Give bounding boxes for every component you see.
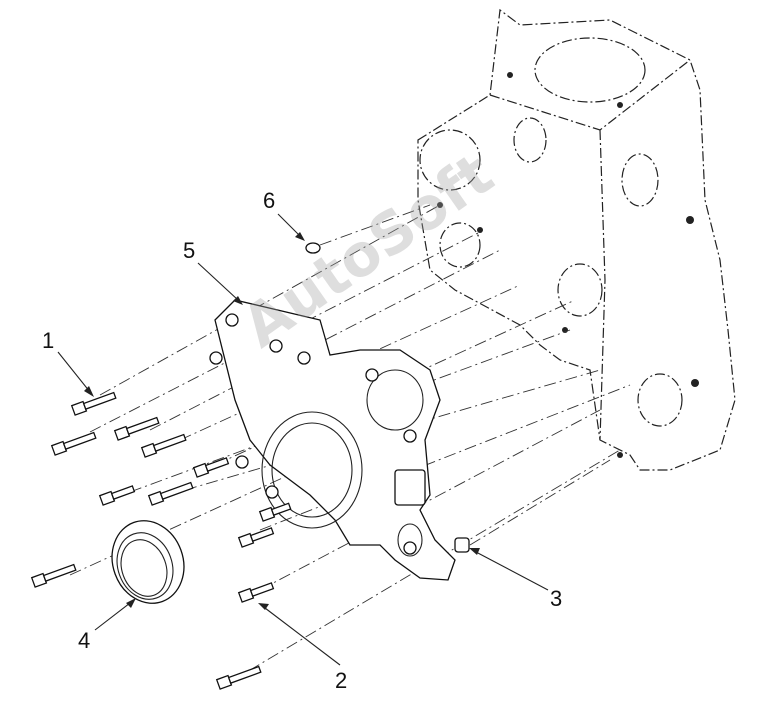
oil-seal [111, 520, 185, 604]
callout-5: 5 [183, 238, 196, 263]
front-cover [209, 299, 456, 581]
engine-block [417, 8, 736, 471]
leader-lines [57, 213, 549, 666]
callout-2: 2 [335, 668, 348, 693]
bolts [30, 391, 292, 690]
o-ring [305, 242, 321, 254]
callout-4: 4 [78, 628, 91, 653]
dowel-pin [454, 537, 470, 553]
callout-1: 1 [42, 328, 55, 353]
callout-3: 3 [550, 586, 563, 611]
callout-6: 6 [263, 188, 276, 213]
